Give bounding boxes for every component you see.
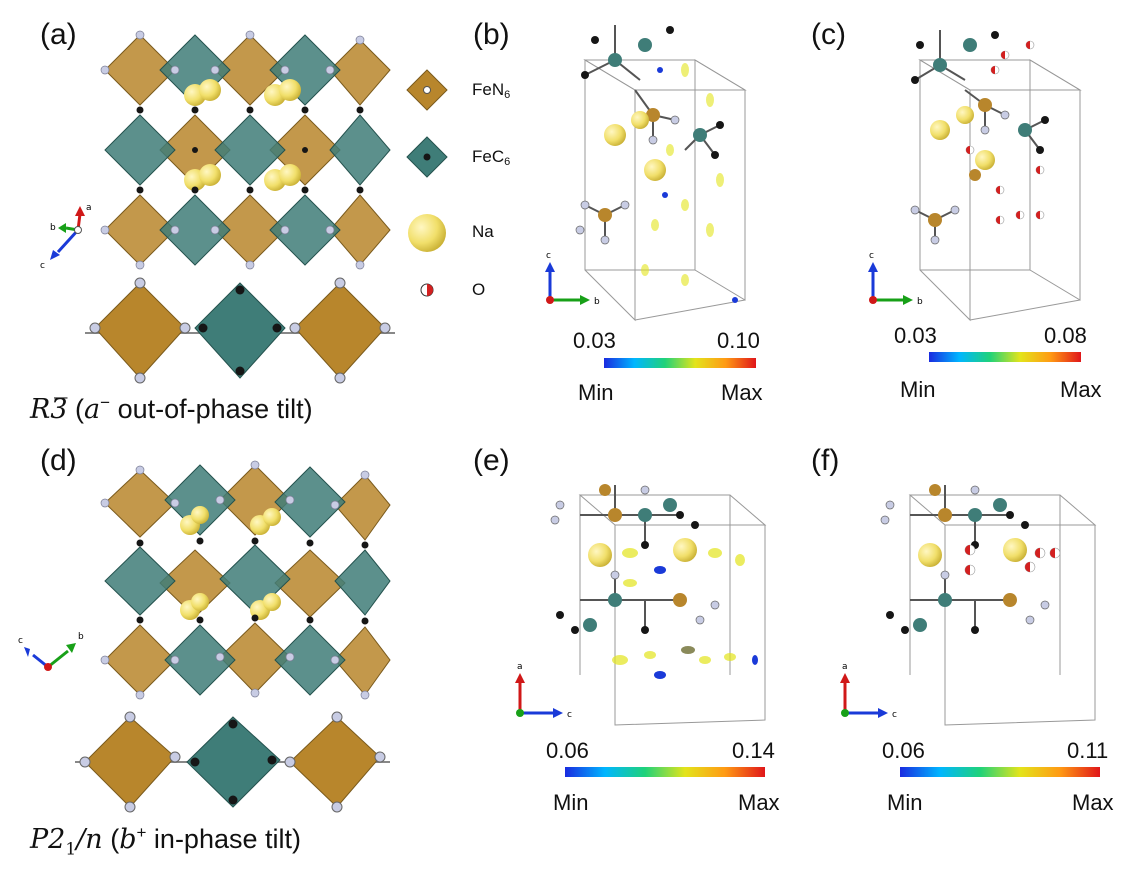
panel-label-f: (f) [811, 444, 840, 477]
caption-bottom-rest: in-phase tilt) [146, 824, 301, 854]
carbon-atoms-a [136, 106, 364, 194]
panel-label-d: (d) [40, 444, 77, 477]
colorbar-c [929, 352, 1081, 362]
axis-triad-f: a c [840, 662, 897, 720]
legend-o: O [472, 280, 486, 299]
space-group-r3bar: R3̅ [30, 394, 68, 425]
octahedra-grid-a [104, 34, 391, 266]
nitrogen-atoms-a [100, 30, 365, 270]
axis-letter-b2: b [594, 297, 600, 307]
isosurface-blobs-e [612, 548, 745, 665]
na-atoms-a [184, 79, 301, 191]
unit-cell-b [575, 25, 747, 322]
panel-label-b: (b) [473, 18, 510, 51]
scale-min-value-c: 0.03 [894, 323, 937, 348]
scale-max-value-f: 0.11 [1067, 738, 1109, 763]
framework-structure-d [100, 460, 391, 700]
axis-letter-f1: a [842, 662, 848, 672]
isosurface-blobs-b [641, 63, 724, 286]
unit-cell-f [880, 484, 1097, 726]
scale-min-label-e: Min [553, 790, 589, 815]
caption-r3bar: R3̅ (a− out-of-phase tilt) [30, 393, 313, 425]
axis-triad-b: c b [545, 251, 600, 307]
oxygen-sites-c [965, 40, 1045, 225]
scale-min-label-b: Min [578, 380, 614, 405]
tilt-chain-d [75, 711, 390, 813]
colorbar-b [604, 358, 756, 368]
tilt-symbol-a: a [84, 394, 101, 425]
scale-max-value-b: 0.10 [717, 328, 760, 353]
unit-cell-c [910, 30, 1082, 322]
legend-na: Na [472, 222, 494, 241]
axis-triad-e: a c [515, 662, 572, 720]
framework-structure-a [100, 30, 391, 270]
axis-triad-c: c b [868, 251, 923, 307]
scale-min-value-f: 0.06 [882, 738, 925, 763]
colorbar-e [565, 767, 765, 777]
axis-letter-c1: c [869, 251, 874, 261]
scale-max-label-e: Max [738, 790, 780, 815]
tilt-chain-a [85, 277, 395, 384]
caption-top-rest: out-of-phase tilt) [110, 394, 313, 424]
axis-triad-d: c b [18, 632, 84, 671]
scale-max-label-b: Max [721, 380, 763, 405]
caption-p21n: P21/n (b+ in-phase tilt) [30, 823, 301, 859]
scale-max-value-c: 0.08 [1044, 323, 1087, 348]
p21n-sub: 1 [65, 839, 77, 860]
legend-fen6: FeN6 [472, 80, 511, 101]
p21n-slash: /n [76, 824, 103, 855]
scale-min-value-e: 0.06 [546, 738, 589, 763]
axis-letter-a3: c [40, 261, 45, 271]
axis-letter-a2: b [50, 223, 56, 233]
scale-min-value-b: 0.03 [573, 328, 616, 353]
axis-letter-f2: c [892, 710, 897, 720]
panel-label-c: (c) [811, 18, 846, 51]
axis-letter-b1: c [546, 251, 551, 261]
scale-min-label-f: Min [887, 790, 923, 815]
scale-max-label-f: Max [1072, 790, 1114, 815]
scale-max-label-c: Max [1060, 377, 1102, 402]
axis-letter-c2: b [917, 297, 923, 307]
tilt-sup-plus: + [136, 823, 147, 842]
axis-letter-a1: a [86, 203, 92, 213]
oxygen-sites-f [964, 544, 1061, 576]
caption-open-paren: ( [67, 394, 85, 424]
scale-max-value-e: 0.14 [732, 738, 775, 763]
unit-cell-e [550, 484, 767, 726]
colorbar-f [900, 767, 1100, 777]
legend-symbols [406, 69, 448, 297]
panel-label-a: (a) [40, 18, 77, 51]
axis-letter-d1: c [18, 636, 23, 646]
axis-letter-e1: a [517, 662, 523, 672]
legend-fec6: FeC6 [472, 147, 511, 168]
axis-letter-d2: b [78, 632, 84, 642]
axis-letter-e2: c [567, 710, 572, 720]
tilt-symbol-b: b [119, 824, 137, 855]
panel-label-e: (e) [473, 444, 510, 477]
axis-triad-a: a b c [40, 203, 92, 271]
caption-open-paren-b: ( [102, 824, 120, 854]
scale-min-label-c: Min [900, 377, 936, 402]
space-group-p21n: P2 [30, 824, 66, 855]
tilt-sup-minus: − [100, 393, 111, 412]
